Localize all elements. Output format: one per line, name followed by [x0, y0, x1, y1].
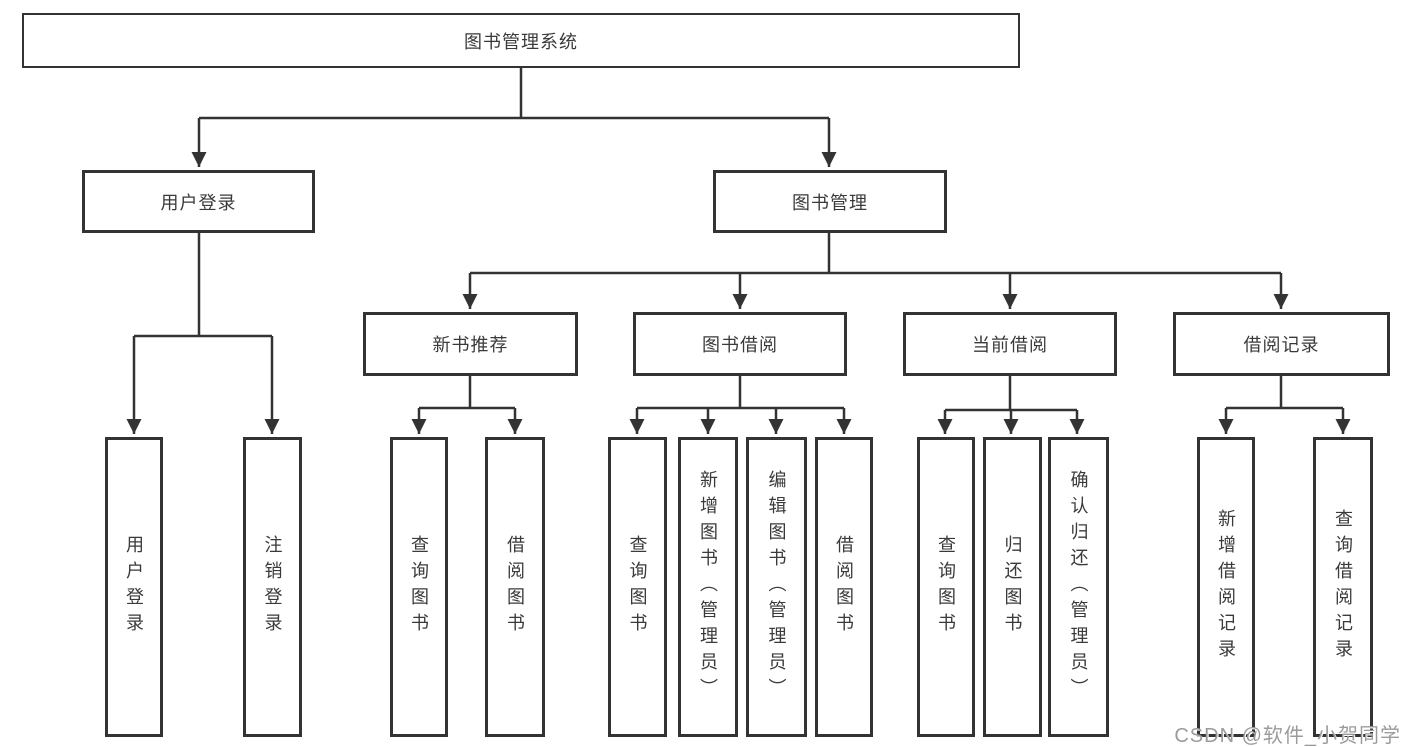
leaf-label: 查询图书 [627, 535, 648, 639]
leaf-label: 新增借阅记录 [1216, 509, 1236, 665]
leaf-label: 确认归还（管理员） [1068, 470, 1089, 704]
leaf-label: 借阅图书 [505, 535, 525, 639]
leaf-label: 借阅图书 [834, 535, 854, 639]
node-label: 用户登录 [160, 192, 237, 213]
node-label: 图书借阅 [702, 335, 778, 355]
node-label: 当前借阅 [972, 335, 1048, 355]
leaf-label: 查询借阅记录 [1333, 509, 1353, 665]
leaf-label: 新增图书（管理员） [698, 470, 718, 704]
csdn-watermark: CSDN @软件_小贺同学 [1174, 725, 1401, 747]
node-new-book-recommend: 新书推荐 [363, 312, 578, 376]
leaf-add-borrow-record: 新增借阅记录 [1197, 437, 1255, 737]
node-label: 借阅记录 [1243, 335, 1320, 355]
leaf-edit-books-admin: 编辑图书（管理员） [746, 437, 807, 737]
node-user-login: 用户登录 [82, 170, 315, 233]
leaf-label: 归还图书 [1002, 535, 1023, 639]
leaf-borrow-books: 借阅图书 [485, 437, 545, 737]
node-label: 图书管理系统 [464, 31, 578, 52]
leaf-label: 编辑图书（管理员） [766, 470, 787, 704]
leaf-label: 注销登录 [262, 535, 283, 639]
node-root-library-system: 图书管理系统 [22, 13, 1020, 68]
node-label: 新书推荐 [432, 335, 509, 355]
leaf-logout: 注销登录 [243, 437, 302, 737]
leaf-label: 查询图书 [936, 535, 956, 639]
leaf-user-login: 用户登录 [105, 437, 163, 737]
leaf-query-books: 查询图书 [390, 437, 448, 737]
leaf-label: 查询图书 [409, 535, 429, 639]
node-borrowing-records: 借阅记录 [1173, 312, 1390, 376]
leaf-label: 用户登录 [124, 535, 144, 639]
leaf-confirm-return-admin: 确认归还（管理员） [1048, 437, 1109, 737]
leaf-query-borrow-record: 查询借阅记录 [1313, 437, 1373, 737]
leaf-borrow-books-2: 借阅图书 [815, 437, 873, 737]
leaf-return-books: 归还图书 [983, 437, 1042, 737]
leaf-query-books-3: 查询图书 [917, 437, 975, 737]
leaf-add-books-admin: 新增图书（管理员） [678, 437, 738, 737]
node-label: 图书管理 [792, 192, 868, 213]
node-book-management: 图书管理 [713, 170, 947, 233]
node-current-borrowing: 当前借阅 [903, 312, 1117, 376]
leaf-query-books-2: 查询图书 [608, 437, 667, 737]
node-book-borrowing: 图书借阅 [633, 312, 847, 376]
